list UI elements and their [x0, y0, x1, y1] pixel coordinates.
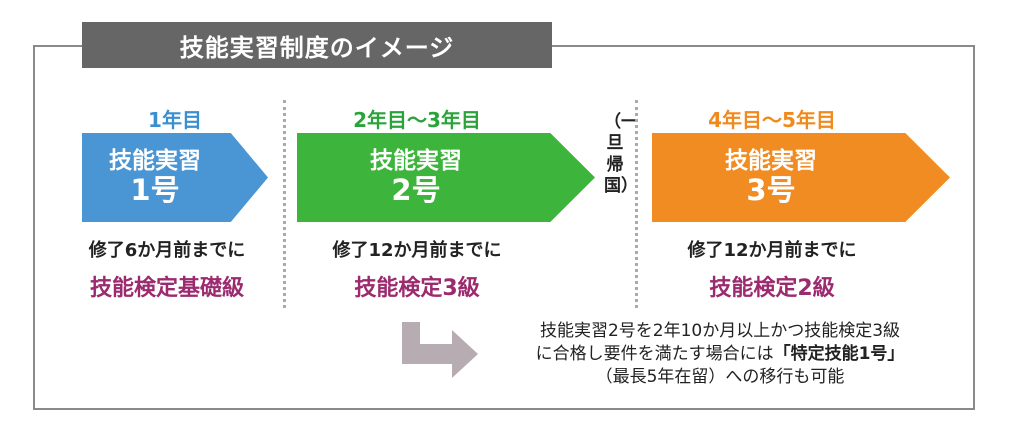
- stage-2-exam: 技能検定3級: [354, 276, 480, 301]
- note-line-1: 技能実習2号を2年10か月以上かつ技能検定3級: [539, 321, 901, 341]
- stage-1-label: 技能実習: [109, 147, 201, 174]
- stage-1-arrow: 技能実習 1号: [82, 133, 268, 222]
- stage-2-label: 技能実習: [370, 147, 462, 174]
- stage-3-requirement: 修了12か月前までに: [687, 240, 857, 261]
- stage-3-year: 4年目～5年目: [708, 108, 836, 132]
- divider: [283, 100, 286, 308]
- diagram-title: 技能実習制度のイメージ: [82, 22, 552, 68]
- note-line-2: に合格し要件を満たす場合には「特定技能1号」: [470, 343, 970, 366]
- stage-3-exam: 技能検定2級: [709, 276, 835, 301]
- stage-1-requirement: 修了6か月前までに: [88, 240, 246, 261]
- note-line-2-text: に合格し要件を満たす場合には: [535, 343, 774, 364]
- stage-2-arrow: 技能実習 2号: [297, 133, 595, 222]
- transition-note: 技能実習2号を2年10か月以上かつ技能検定3級 に合格し要件を満たす場合には「特…: [470, 320, 970, 389]
- stage-2-requirement: 修了12か月前までに: [332, 240, 502, 261]
- note-line-3: （最長5年在留）への移行も可能: [595, 366, 845, 387]
- stage-3-label: 技能実習: [725, 147, 817, 174]
- bent-arrow-icon: [402, 322, 478, 378]
- stage-2-number: 2号: [391, 173, 441, 208]
- stage-1-number: 1号: [130, 173, 180, 208]
- stage-2-year: 2年目～3年目: [353, 108, 481, 132]
- stage-1-year: 1年目: [148, 108, 202, 132]
- return-home-label: （一旦帰国）: [604, 112, 638, 196]
- specified-skill-label: 「特定技能1号」: [773, 343, 905, 364]
- stage-3-number: 3号: [746, 173, 796, 208]
- stage-1-exam: 技能検定基礎級: [89, 276, 244, 301]
- divider: [635, 100, 638, 308]
- stage-3-arrow: 技能実習 3号: [652, 133, 950, 222]
